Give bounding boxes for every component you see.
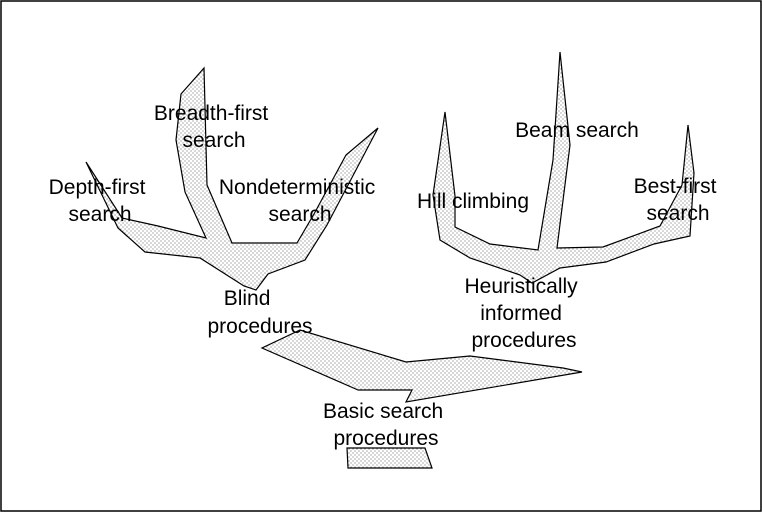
node-blind-procedures: Blind procedures: [207, 287, 312, 338]
node-basic-search-procedures: Basic search procedures: [323, 400, 449, 450]
node-nondeterministic-search: Nondeterministic search: [219, 176, 381, 226]
node-beam-search: Beam search: [515, 119, 639, 142]
node-heuristically-informed-procedures: Heuristically informed procedures: [464, 275, 583, 352]
node-breadth-first-search: Breadth-first search: [154, 102, 274, 152]
node-hill-climbing: Hill climbing: [417, 190, 529, 213]
node-depth-first-search: Depth-first search: [49, 176, 152, 226]
heuristic-subtree: [433, 52, 694, 283]
tree-trunk: [347, 448, 432, 468]
